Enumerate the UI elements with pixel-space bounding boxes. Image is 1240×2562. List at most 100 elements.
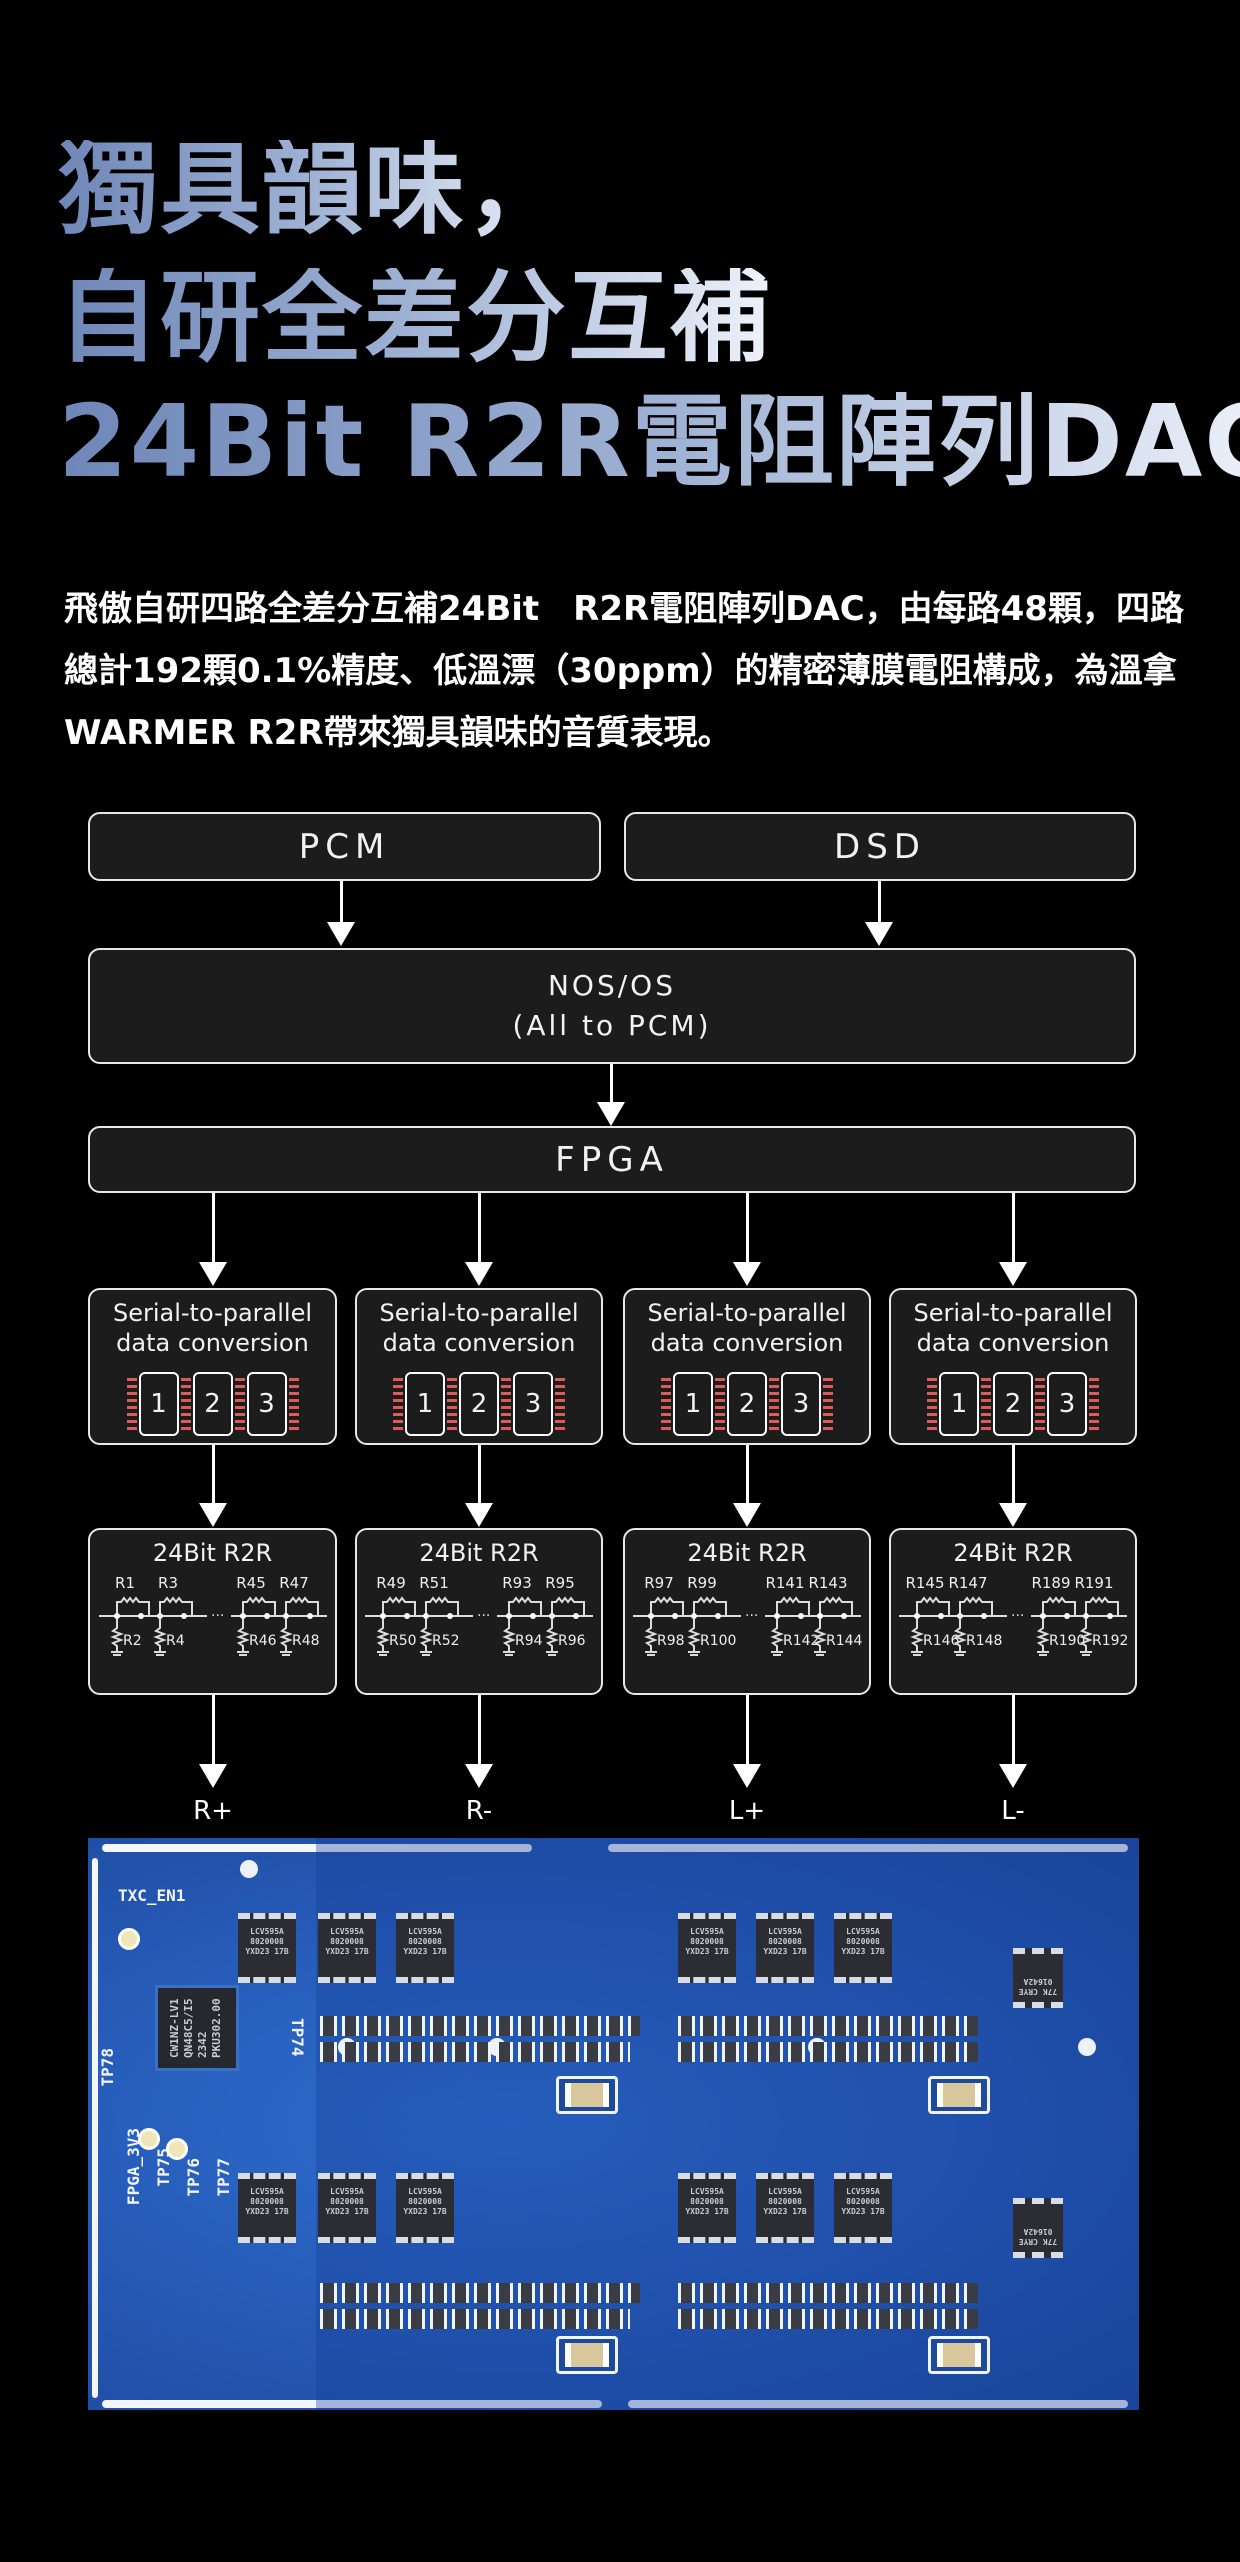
fpga-box: FPGA <box>88 1126 1136 1193</box>
output-label: R+ <box>193 1796 233 1826</box>
resistor-label: R98 <box>657 1633 685 1649</box>
connector <box>1012 1193 1015 1265</box>
connector <box>1012 1695 1015 1767</box>
shift-register-chip: LCV595A 8020008 YXD23 17B <box>238 2173 296 2243</box>
connector <box>478 1193 481 1265</box>
description: 飛傲自研四路全差分互補24Bit R2R電阻陣列DAC，由每路48顆，四路總計1… <box>64 589 1184 753</box>
fpga-chip: CW1NZ-LV1 QN48C5/I5 2342 PKU302.00 <box>158 1988 236 2068</box>
resistor-label: R143 <box>808 1574 847 1592</box>
resistor-label: R95 <box>545 1574 575 1592</box>
chip-icon: 2 <box>715 1372 779 1436</box>
connector <box>746 1193 749 1265</box>
chip-icon: 1 <box>927 1372 991 1436</box>
connector <box>878 881 881 925</box>
resistor-label: R142 <box>783 1633 819 1649</box>
r2r-title: 24Bit R2R <box>152 1539 273 1567</box>
resistor-label: R94 <box>515 1633 543 1649</box>
pcb-label: TP78 <box>98 2048 117 2087</box>
shift-register-chip: LCV595A 8020008 YXD23 17B <box>396 2173 454 2243</box>
pcm-input-box: PCM <box>88 812 601 881</box>
resistor-label: R45 <box>236 1574 266 1592</box>
resistor-label: R3 <box>158 1574 178 1592</box>
nos-os-sublabel: (All to PCM) <box>512 1009 712 1042</box>
connector <box>212 1695 215 1767</box>
arrow-icon <box>733 1764 761 1788</box>
arrow-icon <box>199 1503 227 1527</box>
shift-register-chip: LCV595A 8020008 YXD23 17B <box>834 2173 892 2243</box>
r2r-title: 24Bit R2R <box>687 1539 807 1567</box>
svg-text:···: ··· <box>477 1608 490 1624</box>
arrow-icon <box>999 1503 1027 1527</box>
output-label: L- <box>1001 1796 1025 1826</box>
chip-icon: 3 <box>501 1372 565 1436</box>
resistor-label: R4 <box>166 1633 185 1649</box>
resistor-label: R148 <box>966 1633 1002 1649</box>
shift-register-chip: LCV595A 8020008 YXD23 17B <box>678 2173 736 2243</box>
connector <box>746 1695 749 1767</box>
chip-icon: 2 <box>981 1372 1045 1436</box>
serial-label: Serial-to-parallel <box>913 1299 1113 1327</box>
chip-icon: 3 <box>234 1372 299 1436</box>
shift-register-chip: LCV595A 8020008 YXD23 17B <box>238 1913 296 1983</box>
arrow-icon <box>733 1262 761 1286</box>
chip-icon: 1 <box>393 1372 457 1436</box>
headline-line-2: 自研全差分互補 <box>58 259 772 376</box>
chip-icon: 2 <box>180 1372 245 1436</box>
shift-register-chip: LCV595A 8020008 YXD23 17B <box>396 1913 454 1983</box>
headline-line-1: 獨具韻味， <box>58 131 568 248</box>
output-label: L+ <box>728 1796 766 1826</box>
resistor-label: R1 <box>115 1574 135 1592</box>
resistor-label: R51 <box>419 1574 449 1592</box>
connector <box>610 1064 613 1104</box>
nos-os-label: NOS/OS <box>547 969 676 1002</box>
arrow-icon <box>199 1262 227 1286</box>
resistor-label: R189 <box>1031 1574 1070 1592</box>
resistor-label: R99 <box>687 1574 717 1592</box>
resistor-label: R96 <box>558 1633 586 1649</box>
shift-register-chip: LCV595A 8020008 YXD23 17B <box>834 1913 892 1983</box>
arrow-icon <box>865 922 893 946</box>
headline-line-3: 24Bit R2R電阻陣列DAC <box>58 392 1240 492</box>
arrow-icon <box>465 1262 493 1286</box>
resistor-label: R93 <box>502 1574 532 1592</box>
shift-register-chip: LCV595A 8020008 YXD23 17B <box>756 1913 814 1983</box>
resistor-label: R2 <box>123 1633 142 1649</box>
serial-label: Serial-to-parallel <box>112 1299 313 1327</box>
connector <box>340 881 343 925</box>
r2r-title: 24Bit R2R <box>419 1539 539 1567</box>
dsd-input-box: DSD <box>624 812 1136 881</box>
arrow-icon <box>999 1262 1027 1286</box>
resistor-label: R191 <box>1074 1574 1113 1592</box>
connector <box>478 1445 481 1505</box>
shift-register-chip: LCV595A 8020008 YXD23 17B <box>756 2173 814 2243</box>
svg-text:···: ··· <box>211 1608 224 1624</box>
connector <box>478 1695 481 1767</box>
resistor-label: R144 <box>826 1633 863 1649</box>
arrow-icon <box>597 1102 625 1126</box>
resistor-label: R50 <box>389 1633 417 1649</box>
resistor-label: R46 <box>249 1633 277 1649</box>
output-label: R- <box>465 1796 493 1826</box>
arrow-icon <box>999 1764 1027 1788</box>
serial-label: Serial-to-parallel <box>379 1299 579 1327</box>
resistor-label: R146 <box>923 1633 960 1649</box>
chip-icon: 1 <box>661 1372 725 1436</box>
serial-label: Serial-to-parallel <box>647 1299 847 1327</box>
arrow-icon <box>327 922 355 946</box>
pcb-label: TXC_EN1 <box>118 1886 186 1905</box>
resistor-label: R145 <box>905 1574 944 1592</box>
svg-text:···: ··· <box>745 1608 758 1624</box>
resistor-label: R97 <box>644 1574 674 1592</box>
arrow-icon <box>199 1764 227 1788</box>
arrow-icon <box>465 1503 493 1527</box>
connector <box>746 1445 749 1505</box>
pcb-label: TP76 <box>184 2158 203 2197</box>
